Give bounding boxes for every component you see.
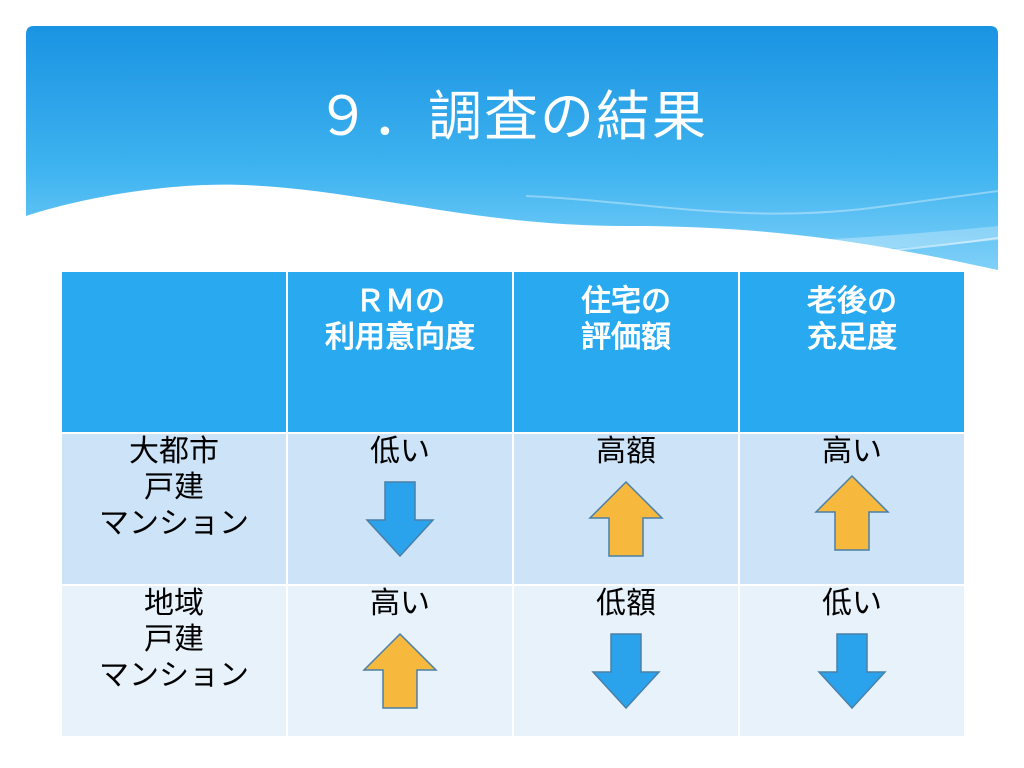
value-cell: 高額: [512, 432, 740, 586]
value-text: 高額: [596, 434, 656, 469]
column-header: ＲＭの 利用意向度: [325, 284, 475, 355]
header-cell-empty: [60, 270, 288, 434]
up-arrow-icon: [362, 632, 438, 709]
column-header: 老後の 充足度: [807, 284, 897, 355]
table-row: 地域 戸建 マンション 高い 低額 低い: [60, 584, 966, 738]
down-arrow-icon: [365, 481, 435, 558]
slide-title: ９．調査の結果: [316, 85, 708, 148]
value-cell: 低い: [286, 432, 514, 586]
title-banner: ９．調査の結果: [26, 26, 998, 276]
column-header: 住宅の 評価額: [581, 284, 671, 355]
value-text: 低い: [822, 586, 882, 621]
value-cell: 低い: [738, 584, 966, 738]
value-cell: 低額: [512, 584, 740, 738]
table-row: 大都市 戸建 マンション 低い 高額 高い: [60, 432, 966, 586]
value-text: 低額: [596, 586, 656, 621]
results-table: ＲＭの 利用意向度 住宅の 評価額 老後の 充足度 大都市 戸建 マンション 低…: [60, 270, 966, 738]
row-label: 大都市 戸建 マンション: [99, 434, 249, 541]
table-header-row: ＲＭの 利用意向度 住宅の 評価額 老後の 充足度: [60, 270, 966, 434]
value-text: 高い: [370, 586, 430, 621]
value-cell: 高い: [286, 584, 514, 738]
down-arrow-icon: [817, 633, 887, 710]
header-cell-retirement: 老後の 充足度: [738, 270, 966, 434]
value-text: 低い: [370, 434, 430, 469]
wave-background: [26, 26, 998, 270]
row-label: 地域 戸建 マンション: [99, 586, 249, 693]
value-cell: 高い: [738, 432, 966, 586]
header-cell-house-value: 住宅の 評価額: [512, 270, 740, 434]
up-arrow-icon: [588, 480, 664, 557]
row-label-cell: 大都市 戸建 マンション: [60, 432, 288, 586]
row-label-cell: 地域 戸建 マンション: [60, 584, 288, 738]
down-arrow-icon: [591, 633, 661, 710]
up-arrow-icon: [814, 474, 890, 551]
value-text: 高い: [822, 434, 882, 469]
header-cell-rm-intent: ＲＭの 利用意向度: [286, 270, 514, 434]
